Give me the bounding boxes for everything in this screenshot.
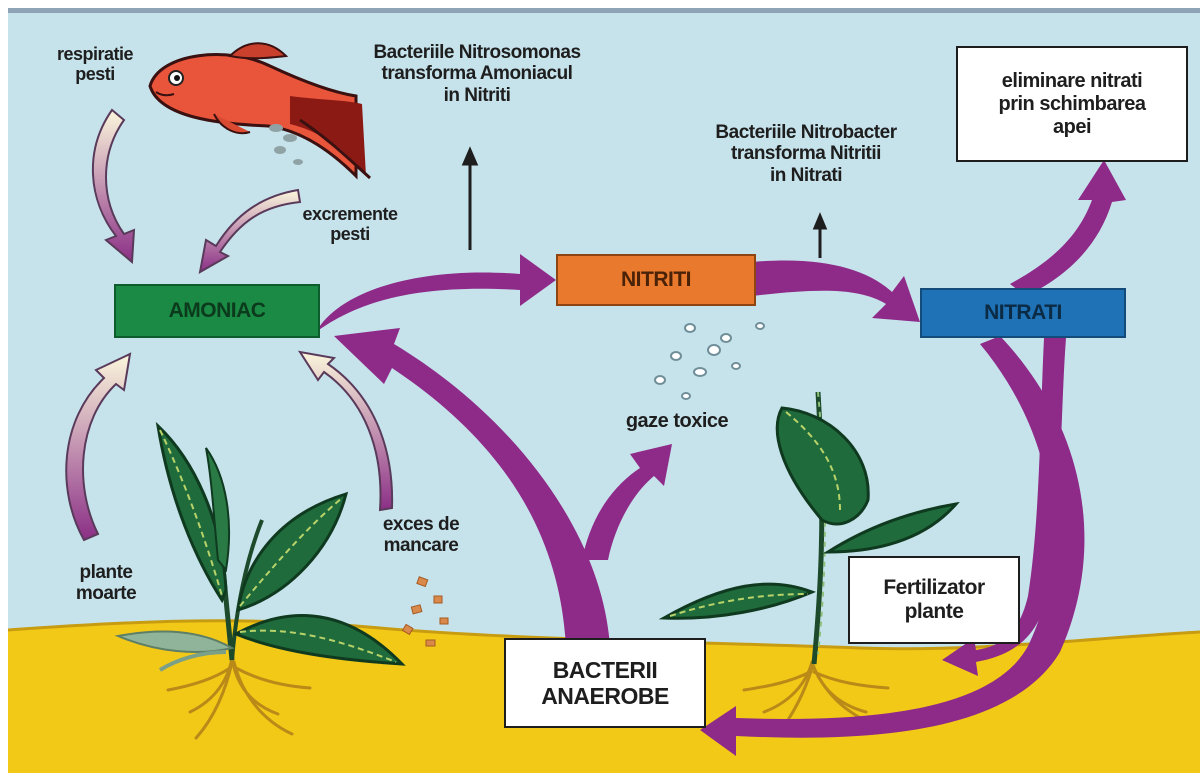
exces-mancare-label: exces de mancare [356,514,486,557]
nitrati-label: NITRATI [984,301,1062,325]
respiratie-label: respiratie pesti [28,44,162,84]
nitrosomonas-label: Bacteriile Nitrosomonas transforma Amoni… [332,42,622,106]
gaze-toxice-label: gaze toxice [592,410,762,432]
plante-moarte-label: plante moarte [50,562,162,605]
amoniac-box: AMONIAC [114,284,320,338]
top-border [8,8,1200,13]
nitrobacter-label: Bacteriile Nitrobacter transforma Nitrit… [656,122,956,186]
nitriti-label: NITRITI [621,268,691,292]
nitrati-box: NITRATI [920,288,1126,338]
bacterii-anaerobe-box: BACTERII ANAEROBE [504,638,706,728]
fertilizator-box: Fertilizator plante [848,556,1020,644]
excremente-label: excremente pesti [270,204,430,244]
eliminare-box: eliminare nitrati prin schimbarea apei [956,46,1188,162]
nitriti-box: NITRITI [556,254,756,306]
amoniac-label: AMONIAC [169,299,266,323]
